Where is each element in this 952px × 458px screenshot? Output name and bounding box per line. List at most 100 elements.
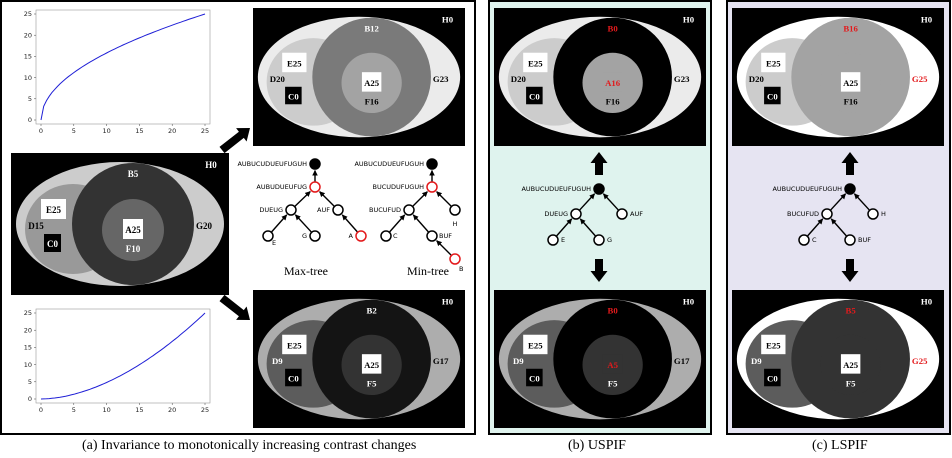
concave-contrast-plot-ytick-label-5: 5 [28, 95, 32, 103]
original-image-label-d: D15 [28, 221, 44, 231]
contrast-top-image-label-a: A25 [364, 78, 380, 88]
uspif-top-image-label-a: A16 [605, 78, 621, 88]
concave-contrast-plot-curve [40, 13, 206, 121]
uspif-top-image-label-g: G23 [674, 74, 690, 84]
concave-contrast-plot-xtick-label-0: 0 [39, 127, 43, 135]
contrast-top-image-region-a [361, 72, 382, 92]
max-tree-node-n3 [332, 204, 344, 216]
max-tree-node-label-n6: A [349, 232, 354, 240]
concave-contrast-plot-xtick-label-20: 20 [168, 127, 176, 135]
uspif-top-image-label-d: D20 [511, 74, 527, 84]
uspif-bottom-image-region-c [526, 368, 543, 387]
uspif-bottom-image-label-b: B0 [608, 305, 619, 315]
uspif-top-image-label-h: H0 [683, 15, 695, 25]
uspif-tree-node-n4 [593, 234, 605, 246]
lspif-top-image-label-g: G25 [912, 74, 928, 84]
contrast-bottom-image-label-h: H0 [442, 297, 454, 307]
contrast-top-image-label-f: F16 [365, 96, 380, 106]
original-image-region-c [44, 234, 61, 252]
min-tree-node-n1 [426, 181, 438, 193]
original-image-region-e [41, 199, 66, 219]
lspif-top-image-label-f: F16 [844, 96, 859, 106]
uspif-tree-node-n3 [547, 234, 559, 246]
contrast-bottom-image-label-c: C0 [288, 373, 299, 383]
max-tree-node-n4 [262, 230, 274, 242]
uspif-bottom-image-label-h: H0 [683, 297, 695, 307]
contrast-bottom-image-label-d: D9 [272, 356, 283, 366]
lspif-top-image-label-h: H0 [921, 15, 933, 25]
lspif-top-image-label-b: B16 [843, 23, 858, 33]
original-image-label-a: A25 [125, 225, 141, 235]
contrast-bottom-image-region-a [361, 354, 382, 374]
contrast-bottom-image-label-g: G17 [433, 356, 449, 366]
contrast-bottom-image-label-f: F5 [367, 378, 377, 388]
convex-contrast-plot-xtick-label-25: 25 [201, 406, 209, 414]
concave-contrast-plot-xtick-label-5: 5 [72, 127, 76, 135]
uspif-bottom-image-label-d: D9 [513, 356, 524, 366]
lspif-bottom-image-region-e [761, 334, 786, 355]
uspif-tree-node-label-n3: E [561, 236, 565, 244]
concave-contrast-plot-frame [35, 9, 211, 125]
uspif-tree-node-label-root: AUBUCUDUEUFUGUH [521, 185, 591, 193]
lspif-tree-node-n2 [867, 208, 879, 220]
max-tree-node-label-n1: AUBUDUEUFUG [256, 183, 307, 191]
max-tree-edge-n2-n1 [294, 190, 311, 207]
lspif-tree-edge-n4-n1 [830, 218, 847, 237]
lspif-tree-node-root [844, 183, 856, 195]
uspif-top-image-label-e: E25 [528, 58, 543, 68]
contrast-bottom-image-region-c [285, 368, 302, 387]
concave-contrast-plot-ytick-label-15: 15 [24, 53, 32, 61]
lspif-bottom-image-label-e: E25 [766, 340, 781, 350]
convex-contrast-plot-xtick-label-20: 20 [168, 406, 176, 414]
uspif-tree-node-root [593, 183, 605, 195]
lspif-bottom-image-label-a: A25 [843, 360, 859, 370]
concave-contrast-plot-ytick-label-20: 20 [24, 31, 32, 39]
concave-contrast-plot-ytick-label-10: 10 [24, 74, 32, 82]
min-tree-edge-n5-n2 [412, 214, 429, 233]
convex-contrast-plot-ytick-label-10: 10 [24, 361, 32, 369]
min-tree-node-n4 [380, 230, 392, 242]
convex-contrast-plot-xtick-label-10: 10 [102, 406, 110, 414]
lspif-bottom-image-label-g: G25 [912, 356, 928, 366]
min-tree-node-n5 [426, 230, 438, 242]
uspif-bottom-image-label-e: E25 [528, 340, 543, 350]
concave-contrast-plot-ytick-label-25: 25 [24, 10, 32, 18]
uspif-tree-edge-n4-n1 [579, 218, 596, 237]
arrow-to-convex-image [219, 294, 250, 320]
min-tree-node-label-n3: H [453, 220, 458, 228]
lspif-tree-node-label-root: AUBUCUDUEUFUGUH [772, 185, 842, 193]
lspif-top-image-region-e [761, 52, 786, 73]
lspif-tree-node-label-n1: BUCUFUD [787, 210, 819, 218]
convex-contrast-plot-ytick-label-15: 15 [24, 344, 32, 352]
min-tree-node-label-root: AUBUCUDUEUFUGUH [354, 160, 424, 168]
lspif-bottom-image-label-b: B5 [846, 305, 857, 315]
lspif-tree-edge-n1-root [830, 193, 847, 211]
lspif-tree-node-label-n4: BUF [858, 236, 871, 244]
uspif-top-image-label-c: C0 [529, 91, 540, 101]
lspif-top-image-label-c: C0 [767, 91, 778, 101]
max-tree-node-label-n3: AUF [317, 206, 330, 214]
caption-a: (a) Invariance to monotonically increasi… [82, 438, 417, 453]
contrast-bottom-image-label-a: A25 [364, 360, 380, 370]
original-image-region-a [123, 219, 143, 239]
uspif-bottom-image-label-c: C0 [529, 373, 540, 383]
uspif-bottom-image-label-f: F5 [608, 378, 618, 388]
max-tree-title: Max-tree [284, 264, 328, 278]
uspif-top-image-region-c [526, 86, 543, 105]
contrast-top-image-label-h: H0 [442, 15, 454, 25]
min-tree-node-root [426, 158, 438, 170]
min-tree-node-n6 [449, 253, 461, 265]
convex-contrast-plot-ytick-label-0: 0 [28, 395, 32, 403]
lspif-tree-node-n1 [821, 208, 833, 220]
uspif-tree-edge-n2-root [602, 193, 619, 211]
arrow-uspif-up [590, 152, 608, 175]
convex-contrast-plot-curve [40, 312, 206, 400]
